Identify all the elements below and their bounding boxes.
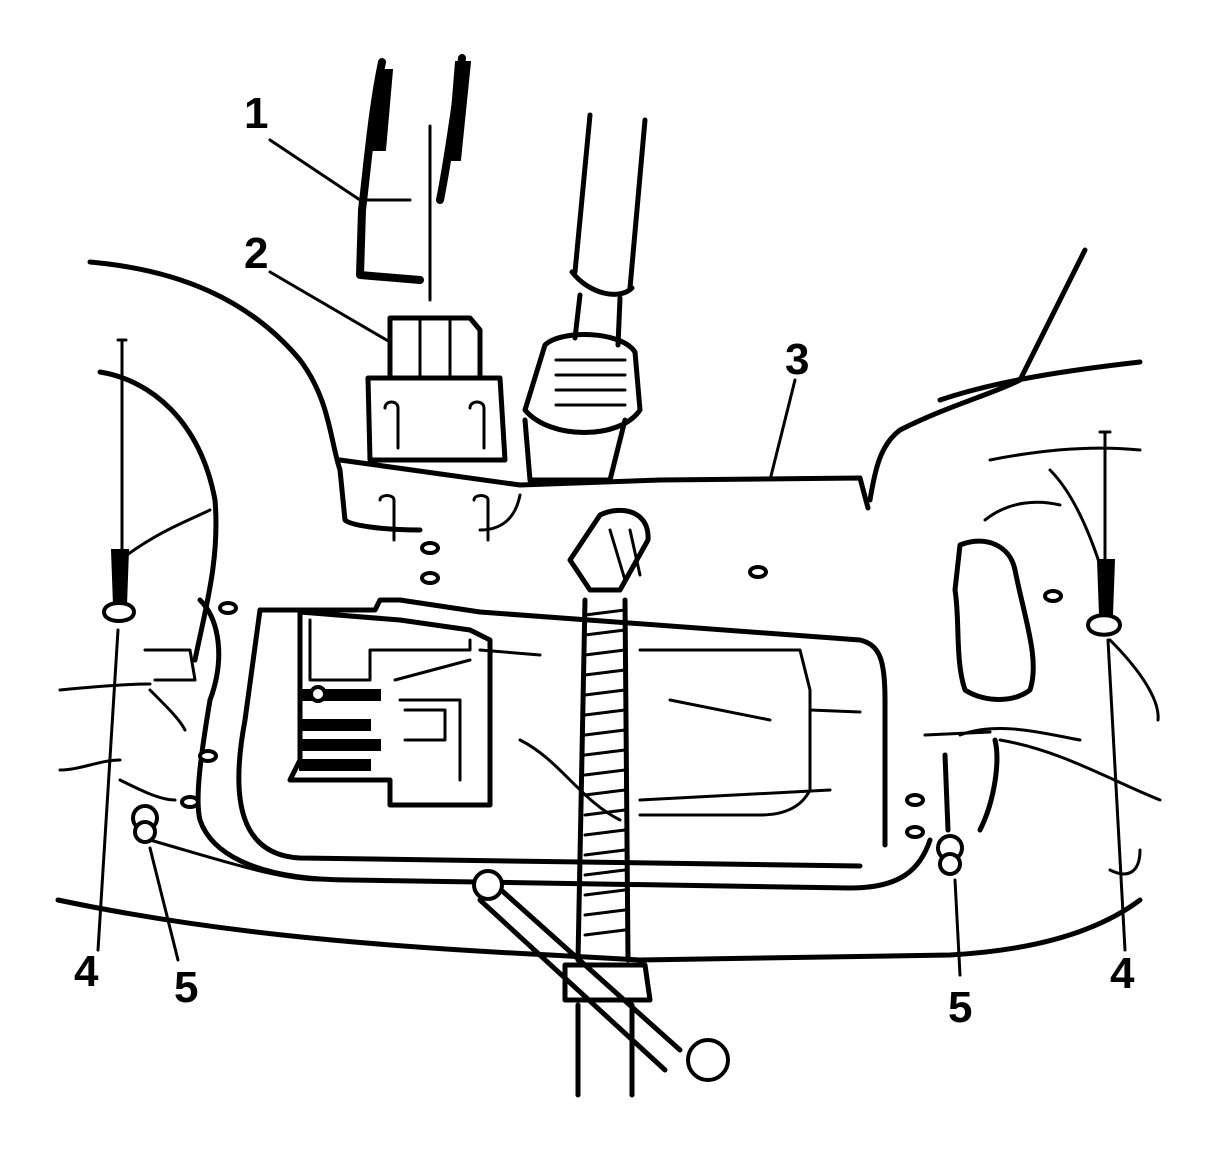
callout-4-right: 4 xyxy=(1110,949,1135,998)
transmission-crossmember xyxy=(55,457,1162,963)
jack-screw xyxy=(472,507,730,1098)
nut-left xyxy=(131,804,159,844)
callout-5-left: 5 xyxy=(174,963,199,1012)
callout-5-right: 5 xyxy=(948,983,973,1032)
mounting-holes xyxy=(180,541,1063,839)
mount-bracket xyxy=(356,54,472,302)
jack-column xyxy=(522,112,648,483)
leader-lines xyxy=(96,138,1127,977)
bolt-right xyxy=(1085,559,1123,637)
body-outline xyxy=(87,247,1160,722)
bolt-left xyxy=(101,549,137,623)
transmission-body xyxy=(287,609,542,808)
callout-2: 2 xyxy=(244,229,269,278)
nut-right xyxy=(936,834,964,876)
callout-1: 1 xyxy=(244,89,269,138)
transmission-mount xyxy=(365,315,508,542)
callout-4-left: 4 xyxy=(74,947,99,996)
callout-3: 3 xyxy=(785,335,810,384)
